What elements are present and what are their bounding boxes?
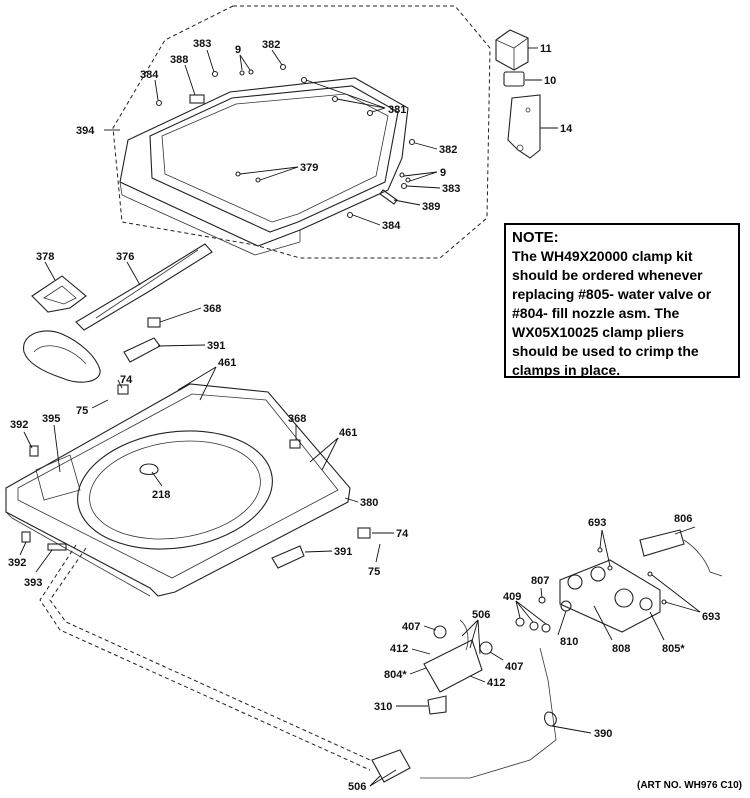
callout-380: 380	[360, 497, 378, 509]
callout-407: 407	[402, 621, 420, 633]
callout-10: 10	[544, 75, 556, 87]
callout-807: 807	[531, 575, 549, 587]
callout-9: 9	[235, 44, 241, 56]
callout-412: 412	[390, 643, 408, 655]
callout-693: 693	[702, 611, 720, 623]
callout-395: 395	[42, 413, 60, 425]
callout-381: 381	[388, 104, 406, 116]
callout-9: 9	[440, 167, 446, 179]
leader-lines	[19, 47, 701, 787]
note-text: The WH49X20000 clamp kit should be order…	[512, 248, 712, 378]
callout-392: 392	[8, 557, 26, 569]
callout-11: 11	[540, 43, 552, 55]
callout-383: 383	[193, 38, 211, 50]
callout-391: 391	[207, 340, 225, 352]
callout-75: 75	[76, 405, 88, 417]
callout-412: 412	[487, 677, 505, 689]
note-title: NOTE:	[512, 229, 559, 246]
callout-393: 393	[24, 577, 42, 589]
hose-route-outline	[39, 544, 371, 771]
art-number: (ART NO. WH976 C10)	[636, 780, 742, 791]
switch-parts	[495, 29, 541, 159]
callout-384: 384	[382, 220, 401, 232]
callout-74: 74	[120, 374, 133, 386]
lid-assembly	[119, 77, 409, 256]
dispenser-parts	[23, 243, 213, 383]
callout-14: 14	[560, 123, 573, 135]
callout-382: 382	[262, 39, 280, 51]
callout-506: 506	[472, 609, 490, 621]
callout-390: 390	[594, 728, 612, 740]
callout-806: 806	[674, 513, 692, 525]
callout-392: 392	[10, 419, 28, 431]
callout-461: 461	[339, 427, 357, 439]
callout-384: 384	[140, 69, 159, 81]
callout-75: 75	[368, 566, 380, 578]
callout-310: 310	[374, 701, 392, 713]
callout-368: 368	[203, 303, 221, 315]
lid-bracket-389	[379, 189, 398, 205]
callout-218: 218	[152, 489, 170, 501]
callout-810: 810	[560, 636, 578, 648]
top-cover	[5, 383, 371, 597]
callout-805: 805*	[662, 643, 685, 655]
fill-nozzle-assembly	[371, 619, 557, 783]
lid-hinge-388	[189, 94, 205, 104]
callout-409: 409	[503, 591, 521, 603]
callout-693: 693	[588, 517, 606, 529]
callout-376: 376	[116, 251, 134, 263]
callout-506: 506	[348, 781, 366, 793]
callout-808: 808	[612, 643, 630, 655]
lid-fasteners	[155, 63, 416, 219]
callout-407: 407	[505, 661, 523, 673]
callout-368: 368	[288, 413, 306, 425]
callout-383: 383	[442, 183, 460, 195]
callout-74: 74	[396, 528, 409, 540]
note-box: NOTE: The WH49X20000 clamp kit should be…	[504, 223, 740, 378]
callout-379: 379	[300, 162, 318, 174]
callout-382: 382	[439, 144, 457, 156]
water-valve-assembly	[515, 529, 723, 633]
callout-461: 461	[218, 357, 236, 369]
callout-394: 394	[76, 125, 95, 137]
callout-388: 388	[170, 54, 188, 66]
callout-391: 391	[334, 546, 352, 558]
callout-389: 389	[422, 201, 440, 213]
callout-378: 378	[36, 251, 54, 263]
callout-804: 804*	[384, 669, 407, 681]
